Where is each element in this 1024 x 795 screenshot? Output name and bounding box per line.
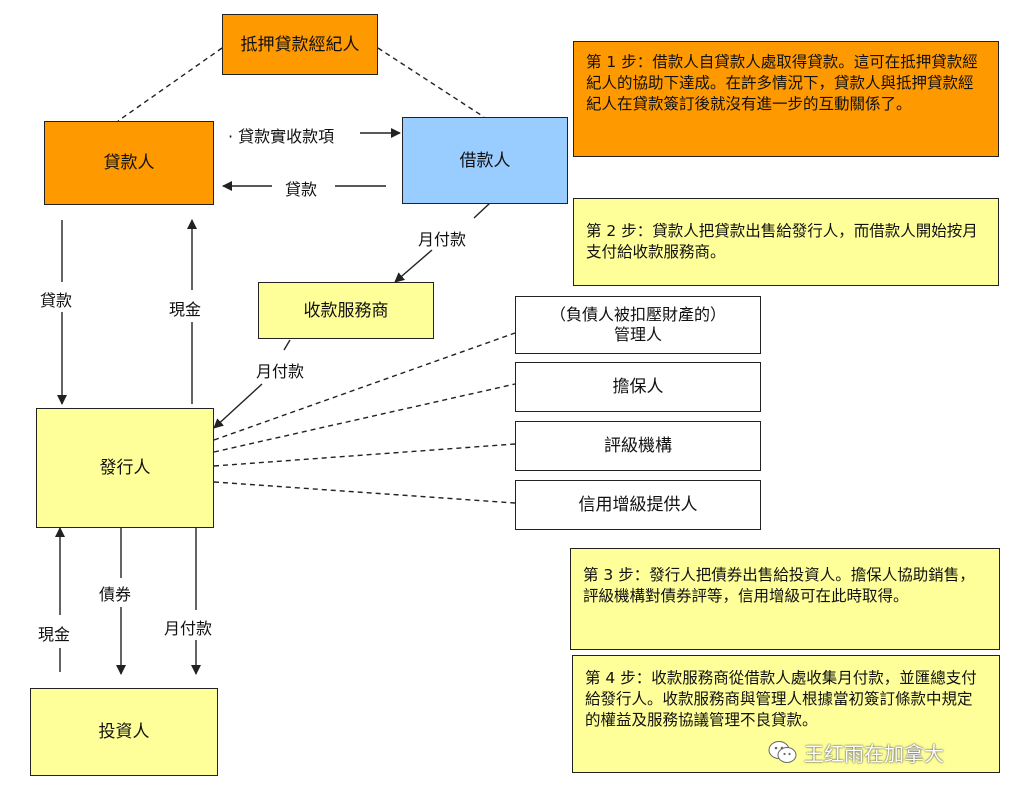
- node-issuer: 發行人: [36, 408, 214, 528]
- label-monthly-payment-1: 月付款: [418, 230, 467, 249]
- node-lender: 貸款人: [44, 121, 214, 205]
- node-servicer: 收款服務商: [258, 282, 434, 339]
- watermark-text: 王红雨在加拿大: [804, 742, 944, 766]
- node-trustee: （負債人被扣壓財產的） 管理人: [515, 296, 761, 354]
- issuer-guarantor-link: [213, 383, 516, 453]
- node-investor: 投資人: [30, 688, 218, 776]
- label-loan-left: 貸款: [40, 291, 73, 310]
- broker-borrower-link: [377, 47, 485, 118]
- label-bonds: 債券: [99, 585, 132, 604]
- arrow-servicer-issuer-b: [213, 383, 263, 429]
- arrow-borrower-servicer-b: [394, 249, 433, 283]
- issuer-enhancer-link: [213, 481, 516, 504]
- wechat-icon: [768, 740, 797, 763]
- label-cash-left: 現金: [169, 300, 202, 319]
- arrow-servicer-issuer-a: [283, 339, 291, 351]
- node-rating: 評級機構: [515, 421, 761, 471]
- node-credit-enhancer: 信用增級提供人: [515, 480, 761, 530]
- issuer-rating-link: [213, 443, 516, 467]
- label-loan-proceeds: · 貸款實收款項: [228, 127, 335, 146]
- arrow-borrower-servicer-a: [473, 202, 491, 219]
- label-monthly-payment-2: 月付款: [256, 362, 305, 381]
- node-borrower: 借款人: [402, 117, 568, 204]
- label-cash-bottom: 現金: [38, 625, 71, 644]
- broker-lender-link: [117, 47, 223, 122]
- label-monthly-payment-3: 月付款: [164, 619, 213, 638]
- node-broker: 抵押貸款經紀人: [222, 14, 378, 75]
- step2-note: 第 2 步：貸款人把貸款出售給發行人，而借款人開始按月支付給收款服務商。: [573, 198, 999, 286]
- label-loan-top: 貸款: [285, 180, 318, 199]
- step3-note: 第 3 步：發行人把債券出售給投資人。擔保人協助銷售，評級機構對債券評等，信用增…: [570, 548, 1000, 650]
- node-guarantor: 擔保人: [515, 362, 761, 412]
- step1-note: 第 1 步：借款人自貸款人處取得貸款。這可在抵押貸款經紀人的協助下達成。在許多情…: [573, 41, 999, 157]
- watermark: 王红雨在加拿大: [768, 738, 944, 767]
